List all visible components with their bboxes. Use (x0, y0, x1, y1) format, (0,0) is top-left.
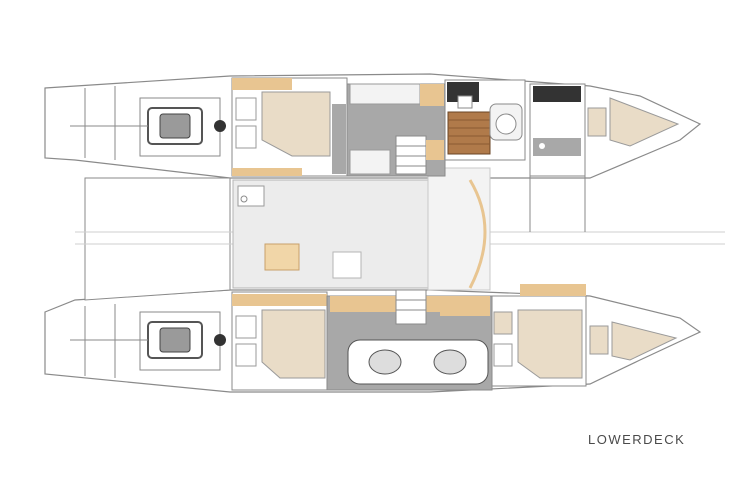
upper-toilet (495, 113, 517, 135)
upper-bow-locker (587, 107, 607, 137)
upper-stairs (395, 135, 427, 175)
lower-basin (368, 349, 402, 375)
lower-aft-bed (261, 309, 326, 379)
lower-forward-wood (520, 284, 586, 296)
upper-wood-block (426, 140, 444, 160)
sink-basin (240, 195, 248, 203)
upper-aft-locker (235, 125, 257, 149)
upper-aft-bed (261, 91, 331, 157)
upper-engine-pulley (214, 120, 226, 132)
upper-shelf-wood (420, 84, 444, 106)
upper-engine-core (159, 113, 191, 139)
lower-forward-locker (493, 311, 513, 335)
upper-forward-floor (533, 138, 581, 156)
upper-aft-locker (235, 97, 257, 121)
upper-bath-floor (447, 111, 491, 155)
lower-basin (433, 349, 467, 375)
upper-bath-sink (457, 95, 473, 109)
upper-aft-wood-trim (232, 168, 302, 176)
upper-shelf (349, 83, 421, 105)
lower-engine-core (159, 327, 191, 353)
salon-floor-strip (427, 167, 491, 291)
lower-aft-wood-trim (232, 294, 327, 306)
upper-forward-dark (533, 86, 581, 102)
salon-seat (332, 251, 362, 279)
lower-wood-block (440, 296, 490, 316)
upper-forward-fixture (539, 143, 545, 149)
lower-forward-locker (493, 343, 513, 367)
lower-bow-locker (589, 325, 609, 355)
deck-caption: LOWERDECK (588, 432, 686, 447)
upper-aft-floor (332, 104, 346, 174)
upper-aft-wardrobe (232, 78, 292, 90)
upper-bow-bed (609, 97, 680, 147)
upper-seat (349, 149, 391, 175)
lower-forward-bed (517, 309, 583, 379)
lower-aft-locker (235, 343, 257, 367)
sink (237, 185, 265, 207)
lower-engine-pulley (214, 334, 226, 346)
bridgedeck-outline (84, 177, 231, 301)
lower-bow-bed (611, 321, 678, 361)
lower-aft-locker (235, 315, 257, 339)
lower-stairs (395, 289, 427, 325)
galley-table (264, 243, 300, 271)
salon-curve (468, 179, 487, 289)
